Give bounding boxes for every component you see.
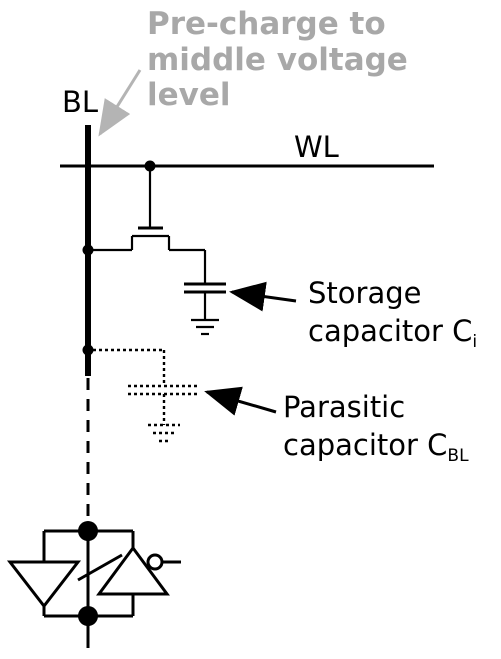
storage-label-main: capacitor C [308, 314, 472, 348]
storage-label-line2: capacitor Ci [308, 314, 477, 352]
storage-capacitor [184, 250, 226, 336]
storage-label-line1: Storage [308, 276, 421, 310]
parasitic-label-line1: Parasitic [283, 390, 405, 424]
precharge-arrow [98, 69, 142, 137]
precharge-label-line1: Pre-charge to [147, 6, 386, 42]
parasitic-capacitor [93, 348, 200, 443]
parasitic-label-main: capacitor C [283, 428, 447, 462]
sense-amplifier [6, 521, 181, 648]
storage-label-subscript: i [472, 332, 477, 352]
parasitic-label-line2: capacitor CBL [283, 428, 469, 466]
bitline-transistor-junction-dot [82, 244, 94, 256]
parasitic-capacitor-arrow [204, 386, 277, 416]
wordline-label: WL [294, 130, 339, 164]
precharge-label-line2: middle voltage [147, 42, 408, 78]
precharge-label-line3: level [147, 77, 231, 113]
access-transistor [88, 166, 205, 252]
parasitic-label-subscript: BL [447, 446, 469, 466]
bitline-parasitic-junction-dot [82, 344, 94, 356]
storage-capacitor-arrow [229, 281, 297, 312]
bitline-label: BL [62, 85, 98, 119]
